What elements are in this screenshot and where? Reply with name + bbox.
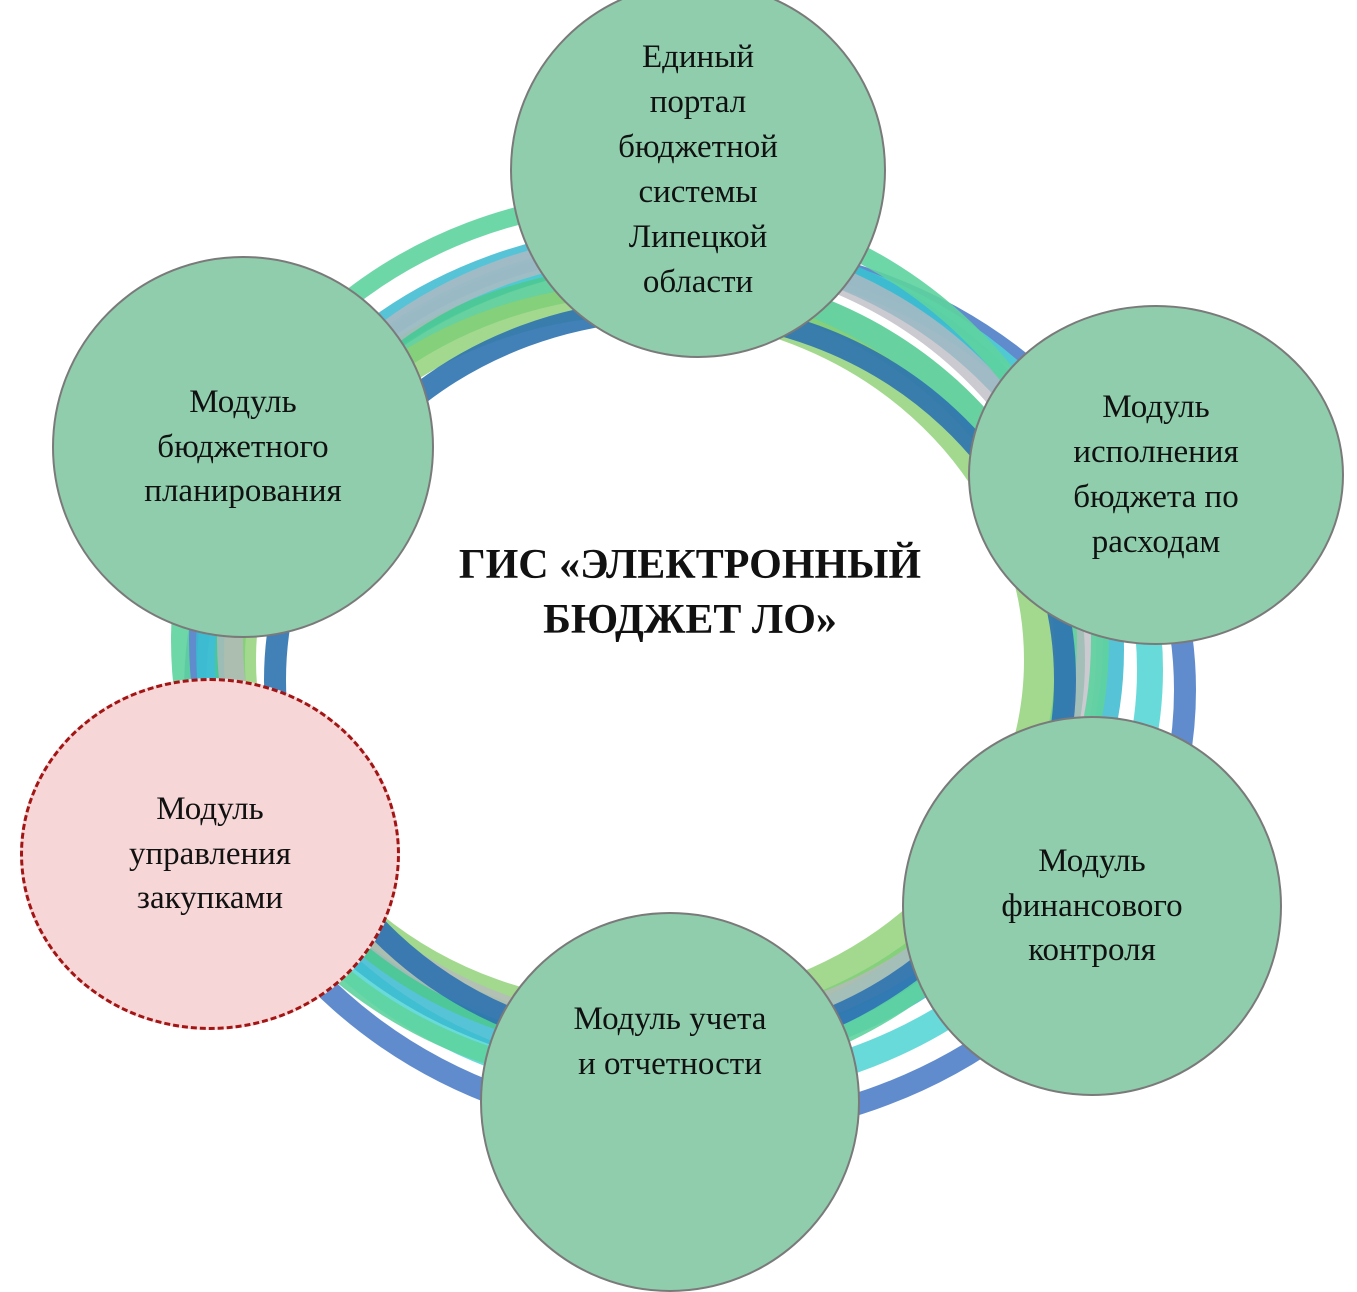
node-label: Модуль управления закупками: [128, 790, 292, 917]
node-budget-planning-module: Модуль бюджетного планирования: [52, 256, 434, 638]
node-financial-control-module: Модуль финансового контроля: [902, 716, 1282, 1096]
node-label: Модуль бюджетного планирования: [144, 383, 342, 510]
cycle-diagram: Единый портал бюджетной системы Липецкой…: [20, 0, 1344, 1292]
node-procurement-module: Модуль управления закупками: [20, 678, 400, 1030]
node-label: Модуль финансового контроля: [1001, 842, 1183, 969]
node-label: Единый портал бюджетной системы Липецкой…: [618, 39, 778, 300]
node-label: Модуль учета и отчетности: [573, 1001, 767, 1082]
center-title: ГИС «ЭЛЕКТРОННЫЙ БЮДЖЕТ ЛО»: [458, 542, 922, 643]
node-accounting-reporting-module: Модуль учета и отчетности: [480, 912, 860, 1292]
node-label: Модуль исполнения бюджета по расходам: [1073, 389, 1239, 560]
node-unified-portal: Единый портал бюджетной системы Липецкой…: [510, 0, 886, 358]
node-budget-execution-module: Модуль исполнения бюджета по расходам: [968, 305, 1344, 645]
